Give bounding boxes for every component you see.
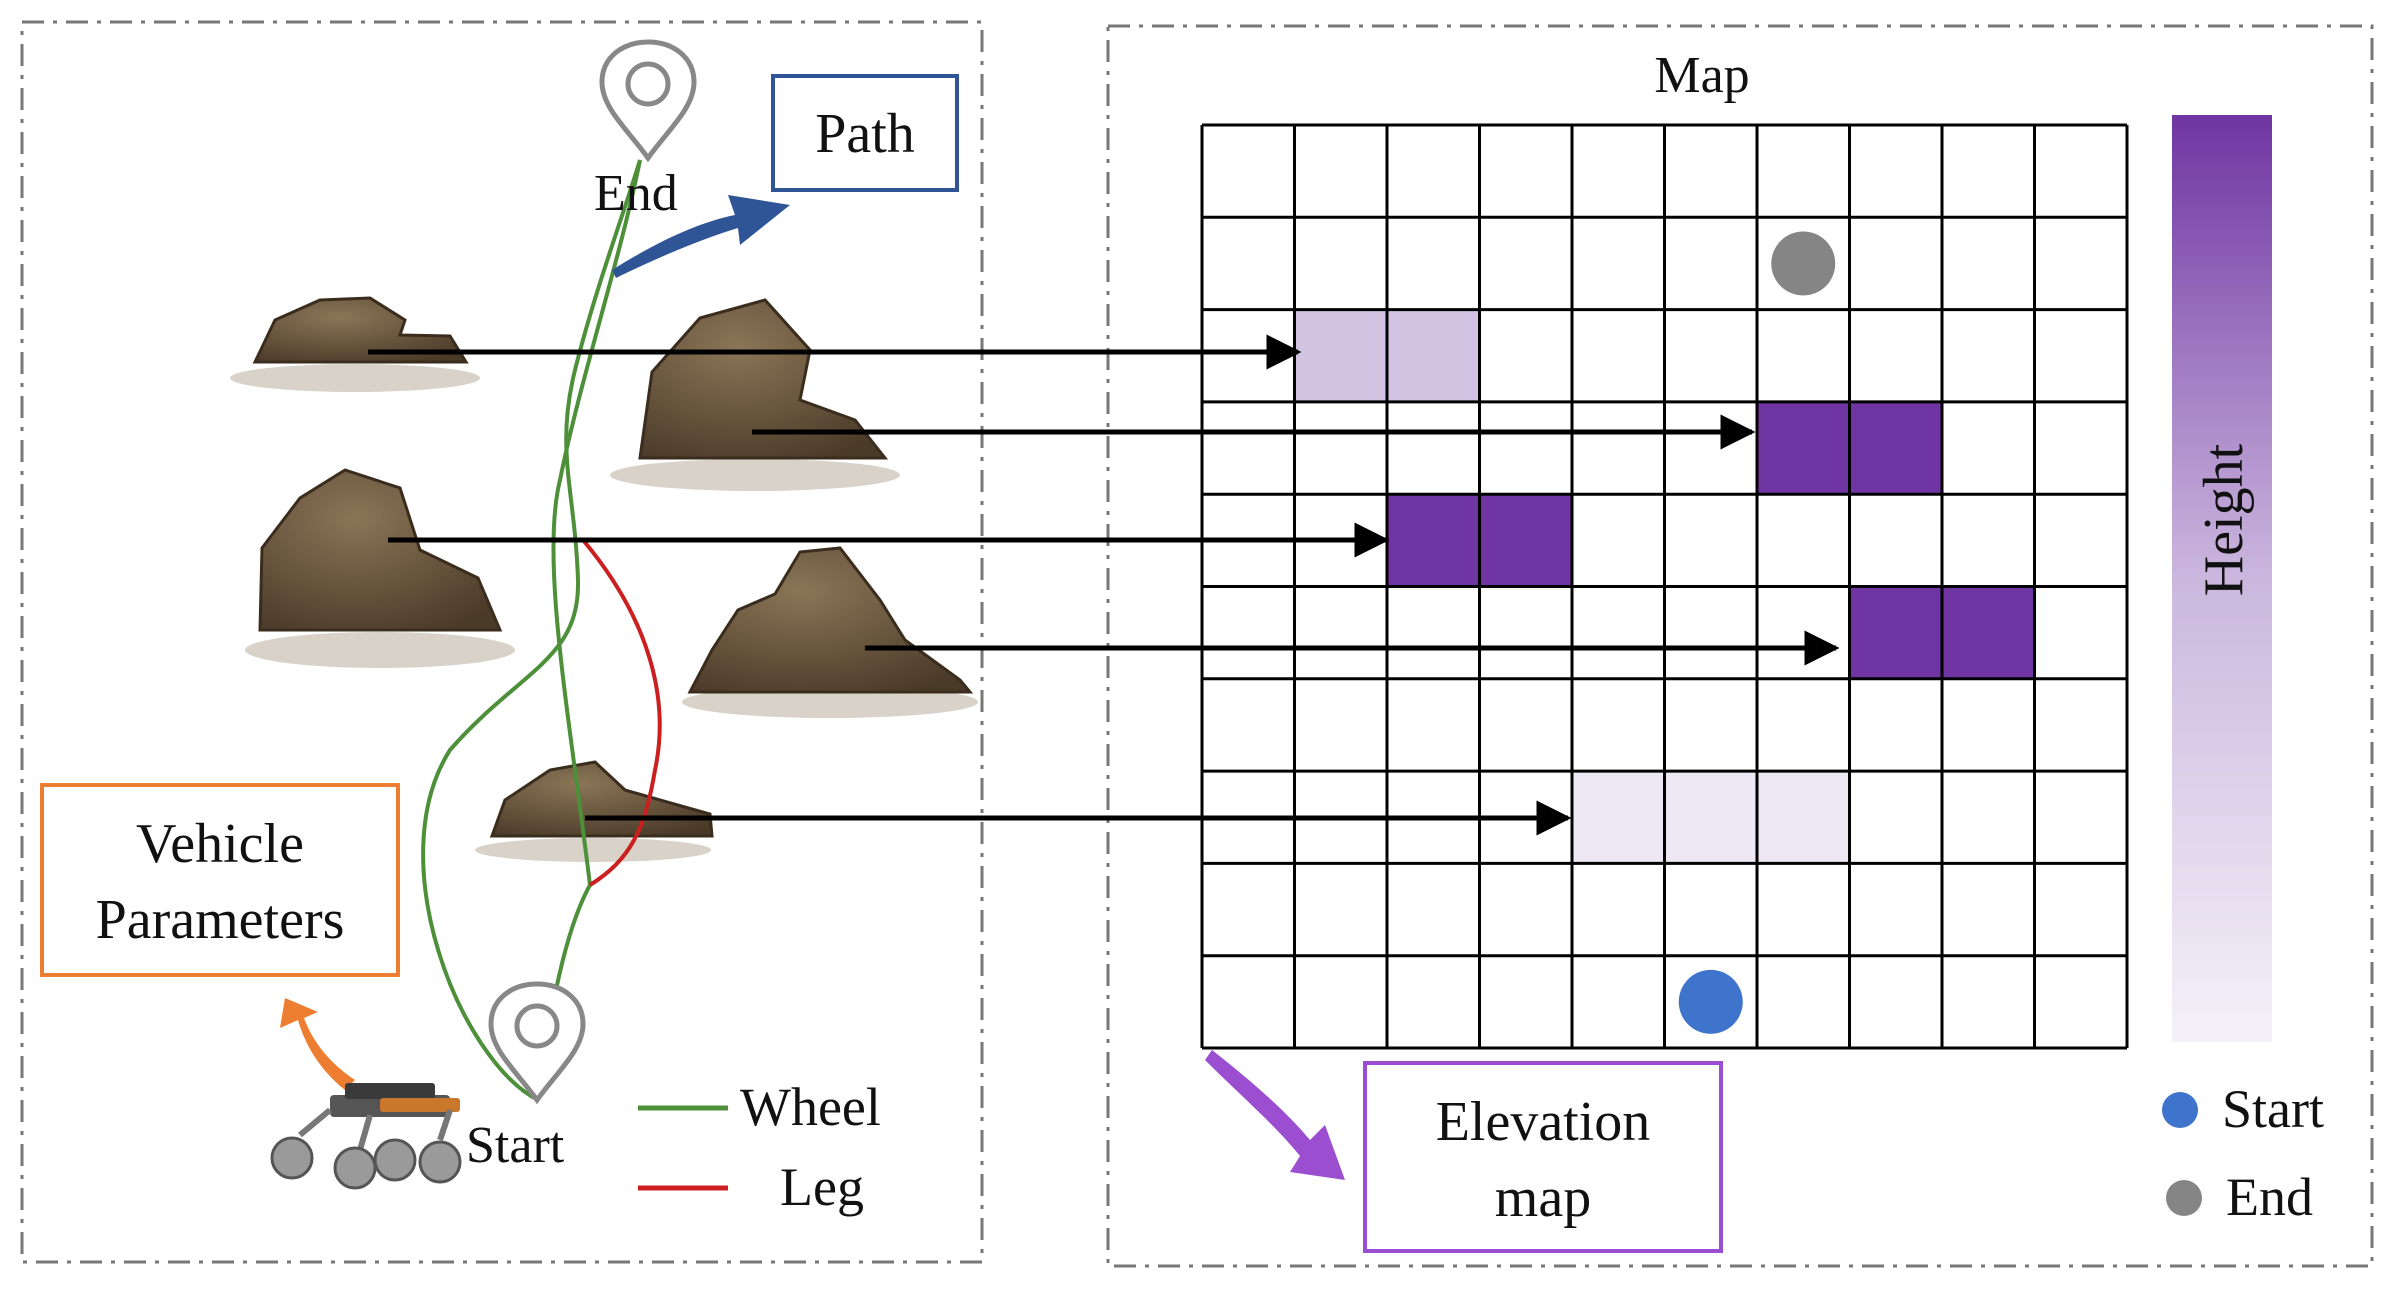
elevated-cell [1479, 494, 1572, 587]
end-legend-dot [2166, 1180, 2202, 1216]
leg-path-line [581, 538, 662, 887]
elevated-cell [1757, 771, 1850, 864]
wheel-legend-label: Wheel [740, 1077, 881, 1137]
elevation-map-box [1363, 1061, 1723, 1253]
elevation-label-line2: map [1495, 1167, 1591, 1229]
start-label: Start [466, 1117, 565, 1174]
start-grid-dot [1678, 969, 1743, 1034]
vehicle-pointer-arrow [280, 998, 355, 1090]
elevated-cell [1757, 401, 1850, 495]
elevated-cell [1942, 586, 2035, 679]
start-location-pin-icon [488, 981, 586, 1105]
elevated-cell [1664, 771, 1757, 864]
start-legend-label: Start [2222, 1079, 2324, 1139]
elevation-label-line1: Elevation [1436, 1091, 1651, 1153]
elevated-cell [1849, 401, 1942, 495]
end-legend-label: End [2226, 1167, 2313, 1227]
rock-3-icon [245, 468, 515, 668]
vehicle-parameters-box [40, 783, 400, 977]
elevated-cell [1294, 309, 1387, 402]
end-label: End [594, 165, 678, 222]
path-label: Path [815, 103, 915, 165]
end-location-pin-icon [599, 39, 697, 163]
wheel-path-line [421, 159, 642, 1102]
rock-5-icon [475, 760, 714, 862]
vehicle-robot-icon [270, 1083, 462, 1190]
height-label: Height [2193, 443, 2255, 596]
path-pointer-arrow [612, 195, 790, 278]
rock-4-icon [682, 546, 978, 718]
leg-legend-label: Leg [780, 1157, 864, 1217]
map-title: Map [1654, 47, 1749, 104]
elevation-pointer-arrow [1205, 1050, 1345, 1180]
rock-2-icon [610, 298, 900, 491]
vehicle-label-line2: Parameters [96, 889, 345, 951]
elevated-cell [1572, 771, 1665, 864]
wheel-path-line-2 [536, 159, 642, 1101]
end-grid-dot [1771, 231, 1836, 296]
elevated-cell [1849, 586, 1942, 679]
height-colorbar [2172, 115, 2272, 1042]
start-legend-dot [2162, 1092, 2198, 1128]
elevation-grid [1200, 123, 2129, 1050]
elevated-cell [1387, 494, 1480, 587]
rock-1-icon [230, 296, 480, 392]
elevated-cell [1387, 309, 1480, 402]
vehicle-label-line1: Vehicle [136, 813, 304, 875]
rock-mapping-arrows [368, 334, 1840, 836]
path-label-box [771, 74, 959, 192]
